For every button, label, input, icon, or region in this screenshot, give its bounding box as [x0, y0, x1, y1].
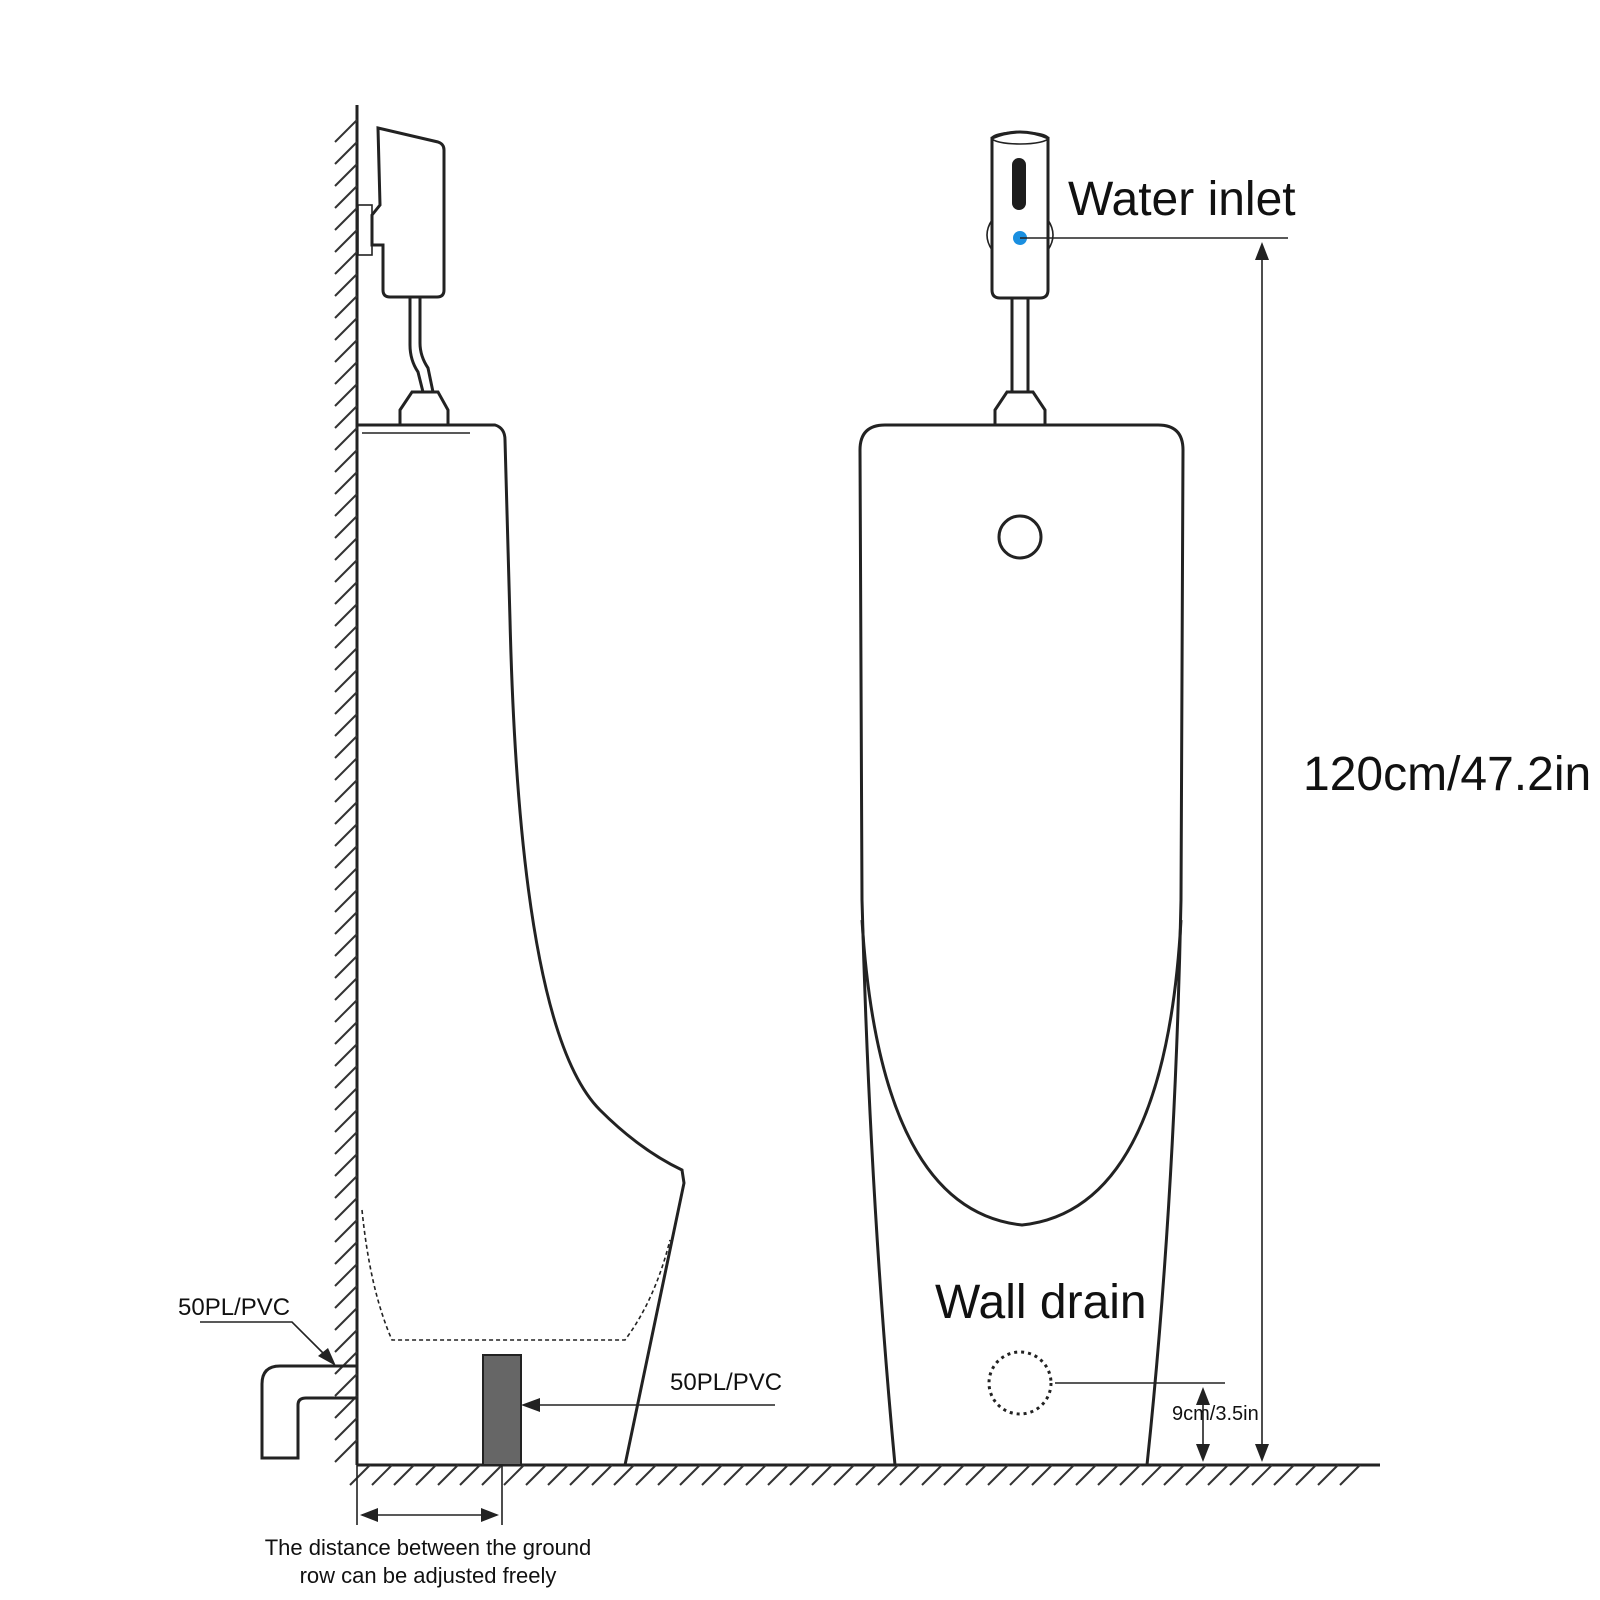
front-urinal-body — [858, 423, 1185, 1466]
wall — [334, 105, 359, 1465]
side-view-urinal — [200, 126, 775, 1525]
wall-drain-circle — [987, 1350, 1053, 1416]
wall-hatch — [334, 119, 358, 1463]
flush-valve-box — [370, 126, 446, 299]
sensor-window — [1012, 158, 1026, 210]
bowl-outline — [361, 1209, 671, 1341]
floor — [349, 1463, 1380, 1486]
side-pipe — [408, 297, 425, 393]
drain-height-label: 9cm/3.5in — [1172, 1403, 1259, 1425]
wall-bracket — [357, 204, 373, 256]
dimensions — [1020, 237, 1288, 1462]
wall-pipe-elbow — [260, 1364, 357, 1460]
water-inlet-label: Water inlet — [1068, 173, 1296, 226]
front-view-urinal — [858, 130, 1185, 1466]
side-urinal-body — [357, 423, 686, 1466]
floor-pipe-label: 50PL/PVC — [670, 1369, 782, 1396]
pipe-connector — [398, 390, 450, 427]
front-pipe-connector — [993, 390, 1047, 427]
floor-hatch — [349, 1464, 1361, 1486]
wall-drain-label: Wall drain — [935, 1276, 1147, 1329]
note-line-2: row can be adjusted freely — [300, 1563, 557, 1588]
sensor-head — [990, 130, 1050, 300]
height-label: 120cm/47.2in — [1303, 748, 1591, 801]
floor-drain-pipe — [482, 1354, 522, 1466]
front-bowl — [860, 919, 1183, 1227]
inlet-hole — [997, 514, 1043, 560]
note-line-1: The distance between the ground — [265, 1535, 592, 1560]
side-pipe-label: 50PL/PVC — [178, 1294, 290, 1321]
